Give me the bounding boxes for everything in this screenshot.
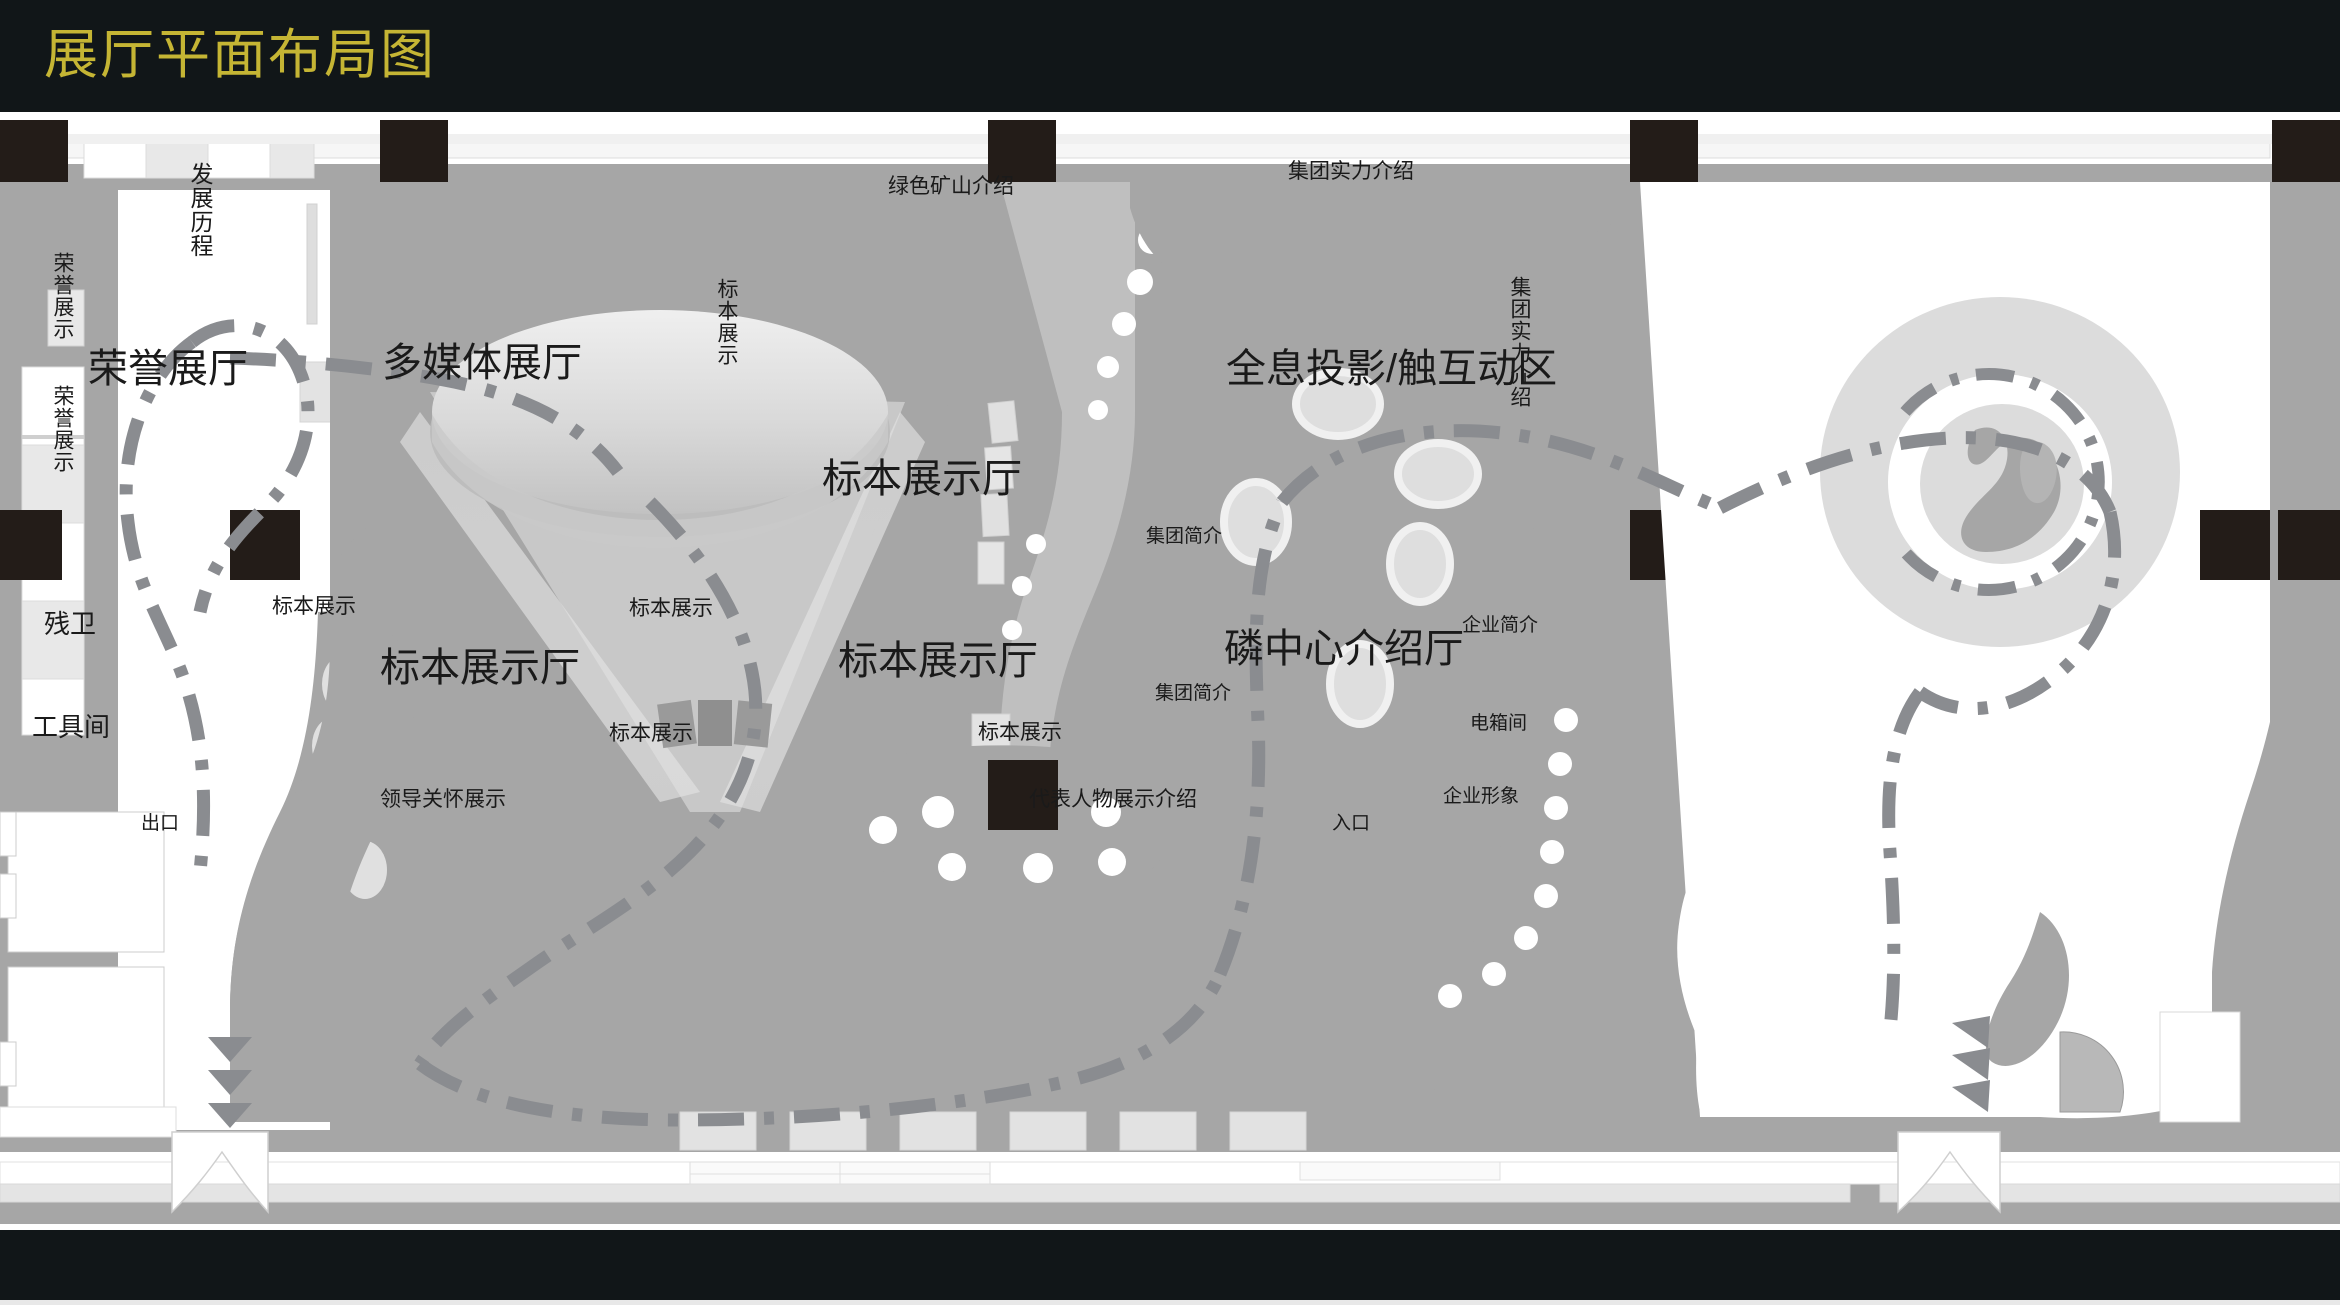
wall-label-specimen-display-2: 标本展示	[629, 597, 713, 620]
route-phos-down	[1882, 688, 1926, 1031]
wall-label-group-strength-top: 集团实力介绍	[1288, 160, 1414, 183]
center-island	[862, 745, 1173, 906]
structural-pillars-mid	[0, 510, 2340, 580]
wall-label-enterprise-image: 企业形象	[1443, 786, 1520, 807]
room-label-accessible-wc: 残卫	[44, 609, 97, 639]
visitor-route	[119, 319, 2122, 1127]
wall-label-group-profile-2: 集团简介	[1155, 683, 1232, 704]
room-label-tool-room: 工具间	[32, 712, 111, 742]
route-honor-loop-right	[187, 319, 315, 614]
wall-label-leader-care: 领导关怀展示	[380, 788, 506, 811]
zone-label-specimen-hall-left: 标本展示厅	[380, 646, 580, 690]
wall-label-specimen-display-v: 标本展示	[715, 278, 738, 366]
page-header: 展厅平面布局图	[0, 0, 2340, 112]
wall-label-specimen-display-3: 标本展示	[609, 722, 693, 745]
wall-label-electrical-room: 电箱间	[1470, 713, 1528, 734]
zone-label-phos-center-hall: 磷中心介绍厅	[1224, 627, 1464, 671]
route-to-right	[1276, 424, 1723, 515]
route-specimen-up	[1213, 499, 1288, 977]
wall-label-representative: 代表人物展示介绍	[1029, 788, 1197, 811]
wall-label-group-profile-1: 集团简介	[1146, 526, 1223, 547]
door-label-exit: 出口	[141, 813, 180, 834]
multimedia-hall-shape	[330, 182, 960, 812]
zone-label-multimedia-hall: 多媒体展厅	[382, 341, 582, 385]
route-holo-outer	[1717, 431, 2117, 515]
door-openings	[171, 1131, 2001, 1214]
route-honor-to-multimedia	[229, 351, 624, 476]
exit-chevrons	[208, 1037, 252, 1128]
phos-center-shape	[1677, 785, 2124, 1117]
central-column-shape	[960, 182, 1166, 763]
zone-label-specimen-hall-right: 标本展示厅	[838, 639, 1038, 683]
wall-label-honor-display-2: 荣誉展示	[51, 385, 74, 473]
zone-label-specimen-hall-mid: 标本展示厅	[822, 457, 1022, 501]
honor-top-shelves	[83, 139, 315, 179]
wall-label-honor-display-1: 荣誉展示	[51, 252, 74, 340]
visitor-route-holo-ring	[1900, 368, 2105, 596]
floor-plan-canvas	[0, 112, 2340, 1230]
wall-label-green-mine-intro: 绿色矿山介绍	[888, 175, 1014, 198]
door-label-entrance: 入口	[1332, 813, 1371, 834]
route-multimedia-down	[414, 497, 763, 1068]
service-rooms	[0, 811, 177, 1138]
zone-label-holo-zone: 全息投影/触互动区	[1226, 347, 1558, 391]
exhibit-ellipses	[1220, 368, 1482, 728]
wall-label-specimen-display-1: 标本展示	[272, 595, 356, 618]
bottom-rule	[0, 1300, 2340, 1305]
wall-label-enterprise-profile: 企业简介	[1462, 615, 1539, 636]
zone-label-honor-hall: 荣誉展厅	[88, 347, 248, 391]
route-bottom-sweep	[416, 971, 1226, 1127]
specimen-hall-mid-shape	[1220, 368, 1482, 728]
wall-label-group-strength-side: 集团实力介绍	[1508, 276, 1531, 408]
page-footer	[0, 1230, 2340, 1305]
floor-plan-svg	[0, 112, 2340, 1230]
page-title: 展厅平面布局图	[44, 25, 436, 85]
entrance-chevrons	[1952, 1016, 1990, 1112]
wall-label-specimen-display-4: 标本展示	[978, 721, 1062, 744]
structural-pillars-top	[0, 120, 2340, 182]
wall-label-development-history: 发展历程	[187, 162, 213, 258]
